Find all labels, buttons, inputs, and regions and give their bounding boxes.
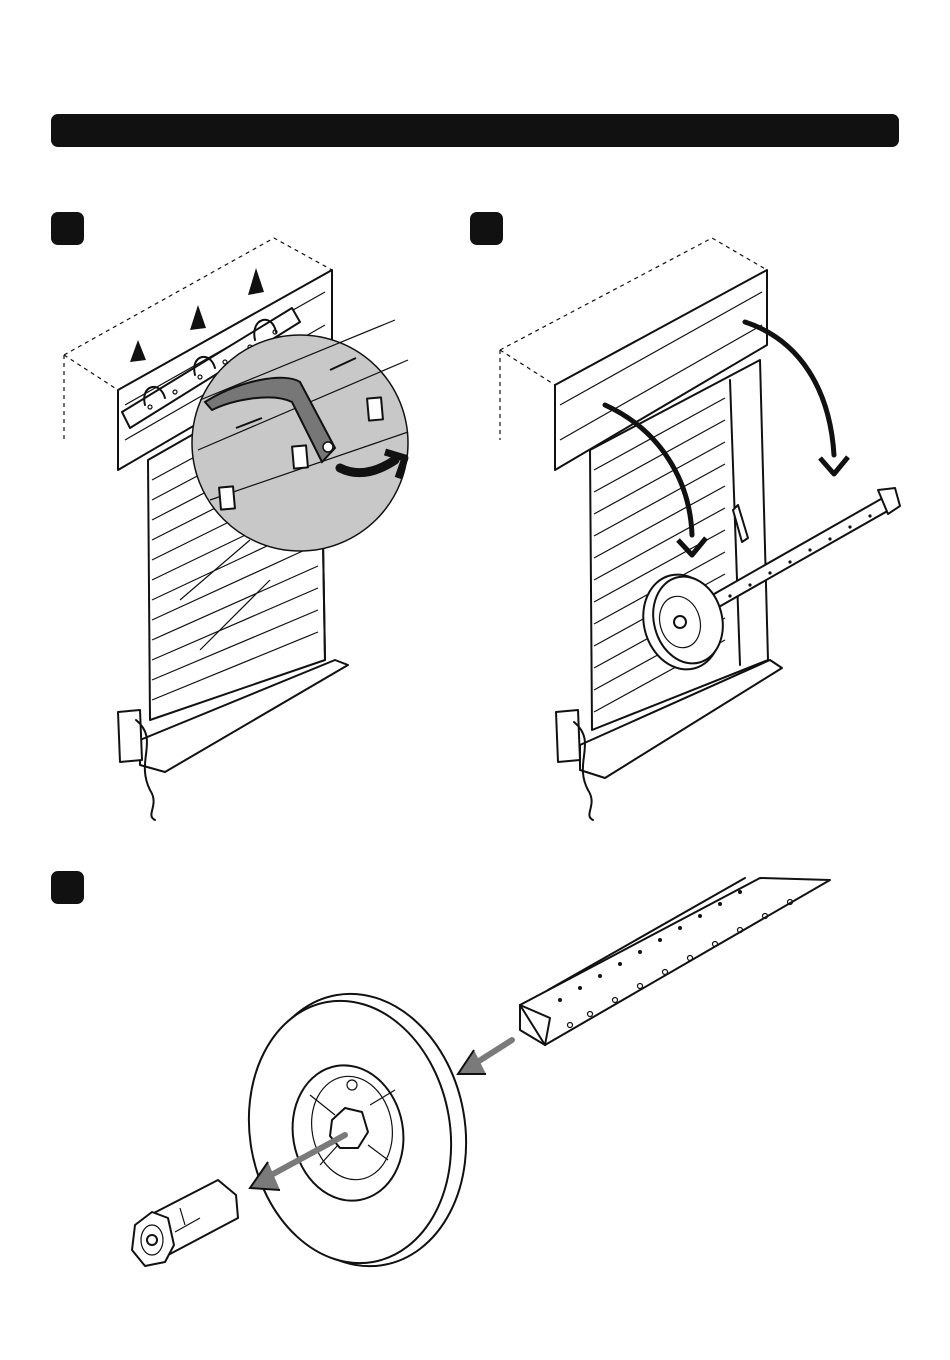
step-2-take-out-axle-illustration xyxy=(500,238,900,820)
step-1-remove-shutter-illustration xyxy=(64,238,408,820)
up-arrow-icon xyxy=(130,340,146,362)
step-3-dismantle-pulley-illustration xyxy=(132,878,830,1283)
up-arrow-icon xyxy=(190,305,206,330)
up-arrow-icon xyxy=(248,268,264,295)
down-arrow-icon xyxy=(820,457,848,474)
